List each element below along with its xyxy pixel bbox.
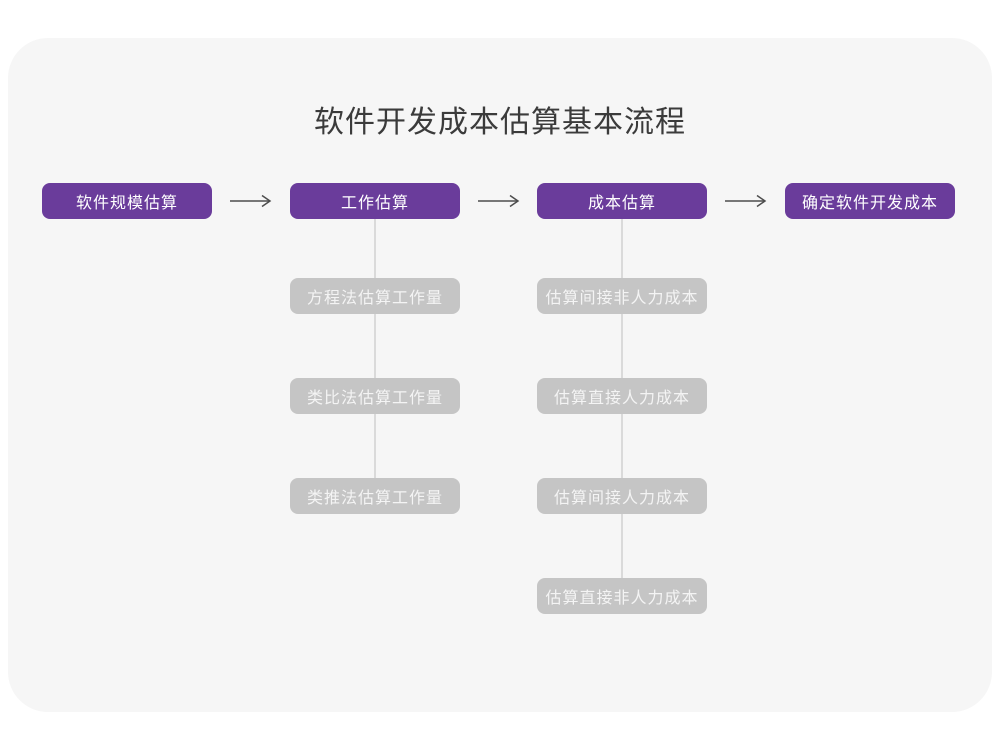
stage-node-software-size-estimation: 软件规模估算	[42, 183, 212, 219]
substep-node-indirect-labor-cost: 估算间接人力成本	[537, 478, 707, 514]
substep-label: 方程法估算工作量	[306, 290, 443, 307]
substep-label: 类推法估算工作量	[306, 490, 443, 507]
substep-label: 估算间接非人力成本	[545, 290, 699, 307]
stage-node-determine-dev-cost: 确定软件开发成本	[785, 183, 955, 219]
stage-label: 软件规模估算	[75, 195, 178, 212]
flow-arrow-icon	[478, 194, 520, 208]
substep-node-analogy-method: 类比法估算工作量	[290, 378, 460, 414]
substep-node-extrapolation-method: 类推法估算工作量	[290, 478, 460, 514]
substep-label: 估算直接非人力成本	[545, 590, 699, 607]
stage-label: 确定软件开发成本	[801, 195, 938, 212]
diagram-title: 软件开发成本估算基本流程	[314, 106, 686, 139]
substep-node-direct-nonlabor-cost: 估算直接非人力成本	[537, 578, 707, 614]
substep-label: 估算直接人力成本	[553, 390, 690, 407]
stage-node-cost-estimation: 成本估算	[537, 183, 707, 219]
substep-node-equation-method: 方程法估算工作量	[290, 278, 460, 314]
stage-label: 工作估算	[340, 195, 409, 212]
substep-label: 类比法估算工作量	[306, 390, 443, 407]
substep-label: 估算间接人力成本	[553, 490, 690, 507]
flowchart-card	[8, 38, 992, 712]
stage-label: 成本估算	[587, 195, 656, 212]
flow-arrow-icon	[230, 194, 272, 208]
flow-arrow-icon	[725, 194, 767, 208]
substep-node-indirect-nonlabor-cost: 估算间接非人力成本	[537, 278, 707, 314]
substep-node-direct-labor-cost: 估算直接人力成本	[537, 378, 707, 414]
stage-node-work-estimation: 工作估算	[290, 183, 460, 219]
connector-line-work	[374, 219, 376, 479]
